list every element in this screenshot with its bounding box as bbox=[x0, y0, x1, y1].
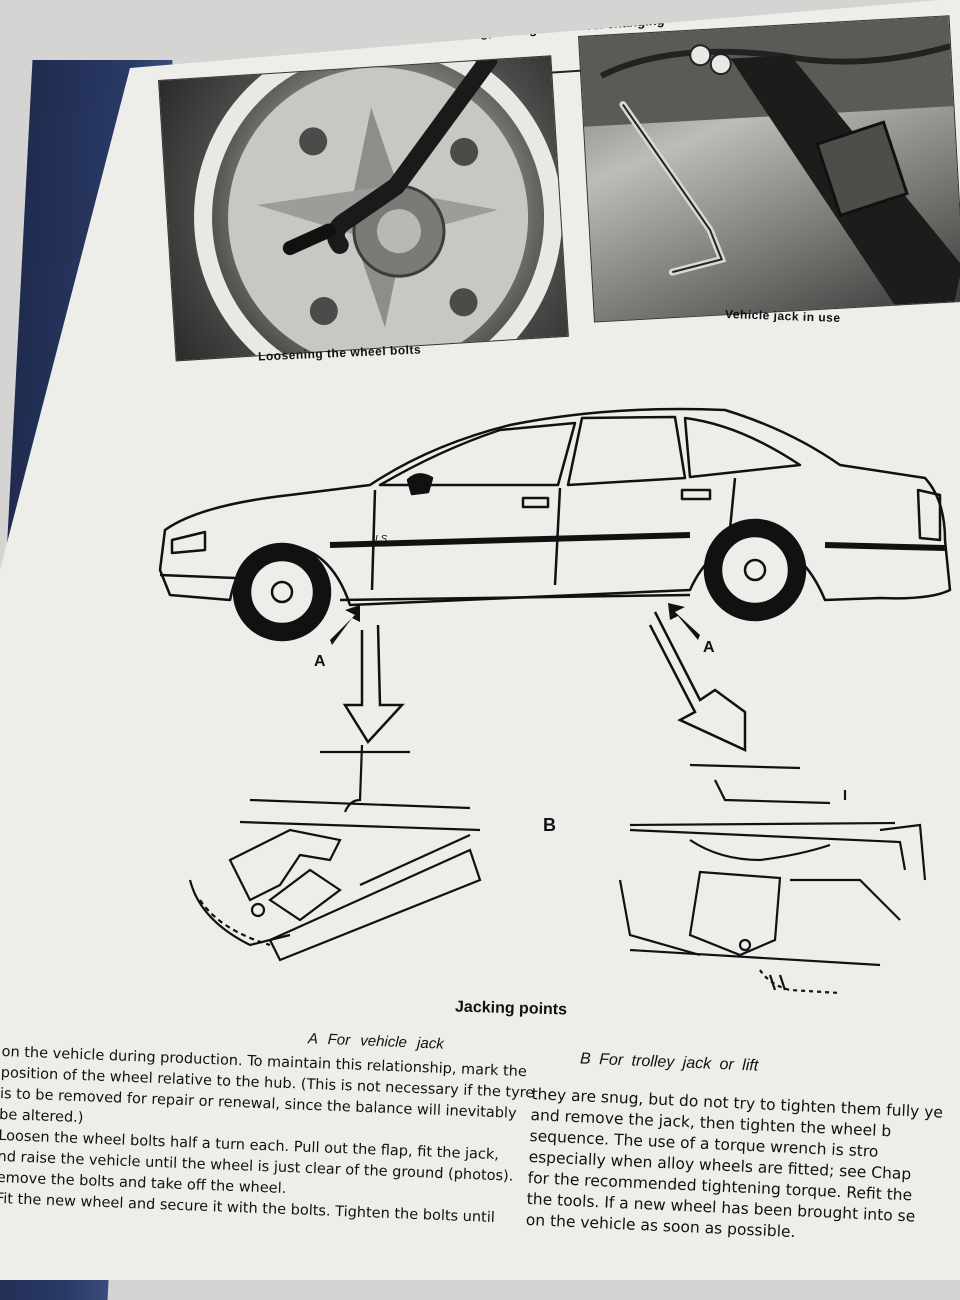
rear-door-window bbox=[566, 415, 687, 487]
car-model-badge: LS bbox=[375, 534, 388, 545]
detail-arrow-left bbox=[342, 624, 405, 745]
front-window bbox=[378, 421, 577, 487]
rear-quarter-window bbox=[683, 416, 802, 479]
jack-photo-drawing bbox=[579, 16, 960, 305]
wheel-photo-drawing bbox=[194, 56, 563, 361]
front-door-edge bbox=[370, 489, 377, 591]
detail-label-b: B bbox=[543, 815, 556, 835]
jack-point-arrow-left bbox=[330, 605, 360, 645]
vehicle-jack-photo bbox=[578, 15, 960, 323]
detail-arrow-right bbox=[648, 611, 747, 752]
jack-point-label-a-left: A bbox=[314, 653, 326, 670]
wheel-bolts-photo bbox=[158, 55, 569, 362]
car-body-outline bbox=[158, 407, 952, 607]
jack-point-label-a-right: A bbox=[703, 639, 715, 656]
figure-title: Jacking points bbox=[454, 998, 568, 1019]
right-text-column: they are snug, but do not try to tighten… bbox=[525, 1084, 943, 1250]
jack-point-arrow-right bbox=[668, 603, 700, 640]
detail-b-drawing bbox=[618, 763, 927, 995]
rear-door-handle bbox=[680, 488, 712, 501]
front-door-handle bbox=[521, 496, 550, 509]
detail-a-drawing bbox=[188, 744, 482, 962]
left-text-column: on the vehicle during production. To mai… bbox=[0, 1042, 535, 1230]
